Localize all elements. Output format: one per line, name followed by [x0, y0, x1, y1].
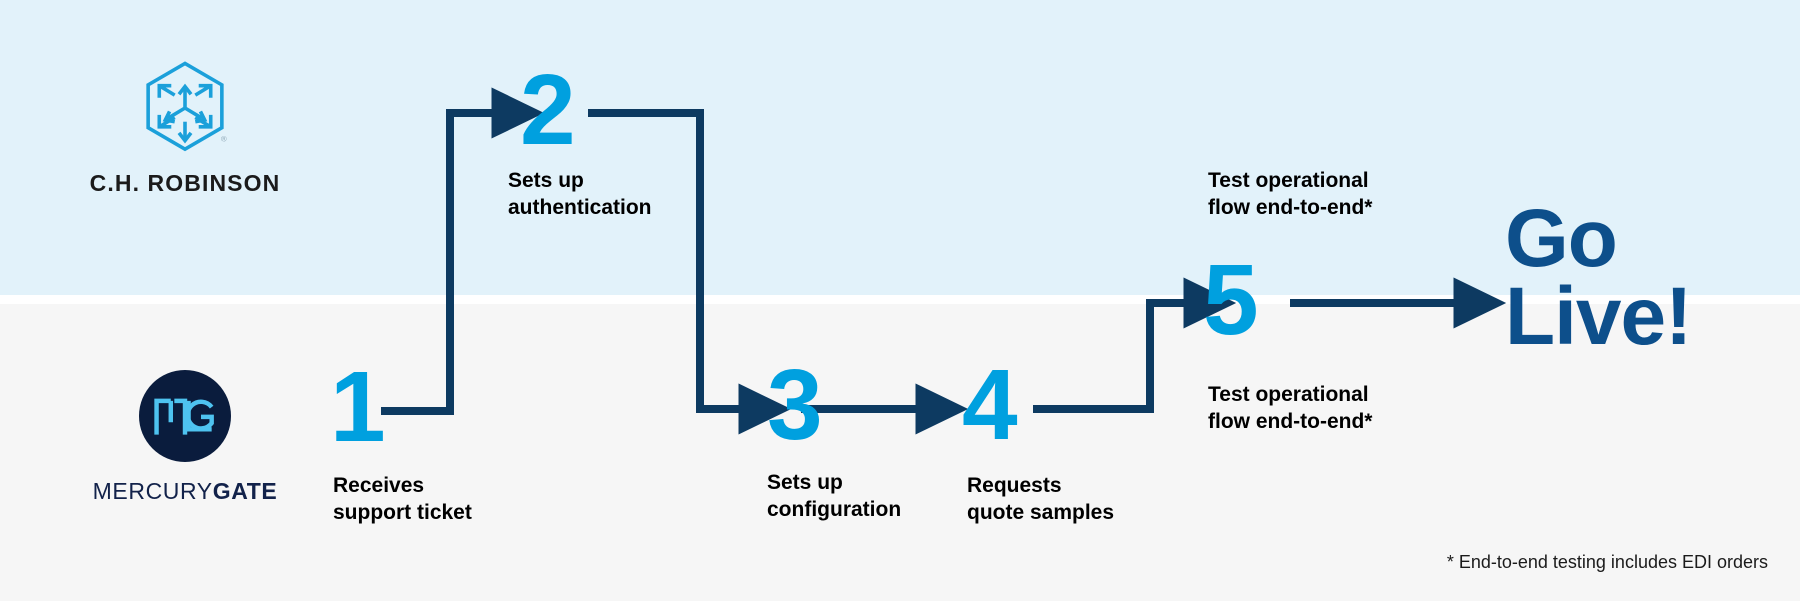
svg-text:®: ®: [221, 134, 227, 143]
step-label-2: Sets up authentication: [508, 169, 652, 219]
mercurygate-word-light: MERCURY: [92, 478, 213, 504]
logo-mercurygate: MERCURYGATE: [60, 370, 310, 505]
step-label-5-bottom: Test operational flow end-to-end*: [1208, 383, 1373, 433]
connector-step4-to-step5: [1033, 277, 1237, 413]
step-number-2: 2: [520, 54, 576, 166]
lane-band-divider: [0, 295, 1800, 304]
mercurygate-badge: [139, 370, 231, 462]
step-number-5: 5: [1203, 244, 1259, 356]
step-number-3: 3: [767, 349, 823, 461]
step-label-3: Sets up configuration: [767, 471, 902, 521]
mg-monogram-icon: [154, 398, 214, 435]
connector-step2-to-step3: [588, 109, 792, 435]
step-label-5-top: Test operational flow end-to-end*: [1208, 169, 1373, 219]
logo-chrobinson: ® C.H. ROBINSON: [60, 60, 310, 197]
lane-band-bottom: [0, 304, 1800, 601]
step-number-1: 1: [330, 351, 386, 463]
step-label-4: Requests quote samples: [967, 474, 1115, 524]
footnote-text: * End-to-end testing includes EDI orders: [1446, 552, 1768, 572]
lane-band-top: [0, 0, 1800, 295]
cube-arrows-hexagon-icon: ®: [146, 61, 227, 152]
chrobinson-wordmark: C.H. ROBINSON: [89, 170, 281, 196]
mercurygate-word-bold: GATE: [212, 478, 278, 504]
mercurygate-wordmark: MERCURYGATE: [60, 478, 310, 505]
step-number-4: 4: [962, 349, 1018, 461]
go-live-callout: Go Live!: [1505, 193, 1692, 362]
step-label-1: Receives support ticket: [333, 474, 472, 524]
connector-step1-to-step2: [381, 87, 545, 415]
